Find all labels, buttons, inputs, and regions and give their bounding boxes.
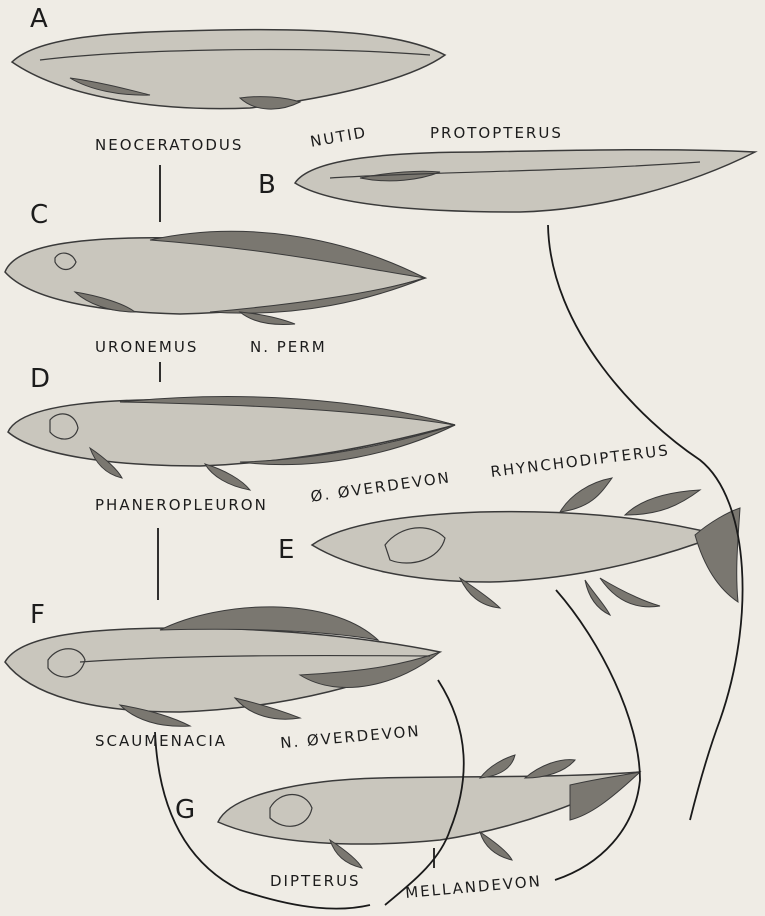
- fish-e-rhynchodipterus: [312, 478, 740, 615]
- name-scaumenacia: SCAUMENACIA: [95, 732, 227, 750]
- label-a: A: [30, 4, 48, 34]
- fish-b-protopterus: [295, 150, 755, 212]
- label-d: D: [30, 364, 50, 394]
- fish-g-dipterus: [218, 755, 640, 868]
- label-e: E: [278, 535, 294, 565]
- label-f: F: [30, 600, 45, 630]
- label-b: B: [258, 170, 276, 200]
- fish-a-neoceratodus: [12, 30, 445, 110]
- name-dipterus: DIPTERUS: [270, 872, 361, 890]
- label-c: C: [30, 200, 48, 230]
- fish-f-scaumenacia: [5, 607, 440, 726]
- label-g: G: [175, 795, 195, 825]
- name-neoceratodus: NEOCERATODUS: [95, 136, 243, 154]
- name-n-perm: N. PERM: [250, 338, 327, 356]
- fish-c-uronemus: [5, 231, 425, 324]
- name-phaneropleuron: PHANEROPLEURON: [95, 496, 268, 514]
- name-uronemus: URONEMUS: [95, 338, 198, 356]
- name-protopterus: PROTOPTERUS: [430, 124, 563, 142]
